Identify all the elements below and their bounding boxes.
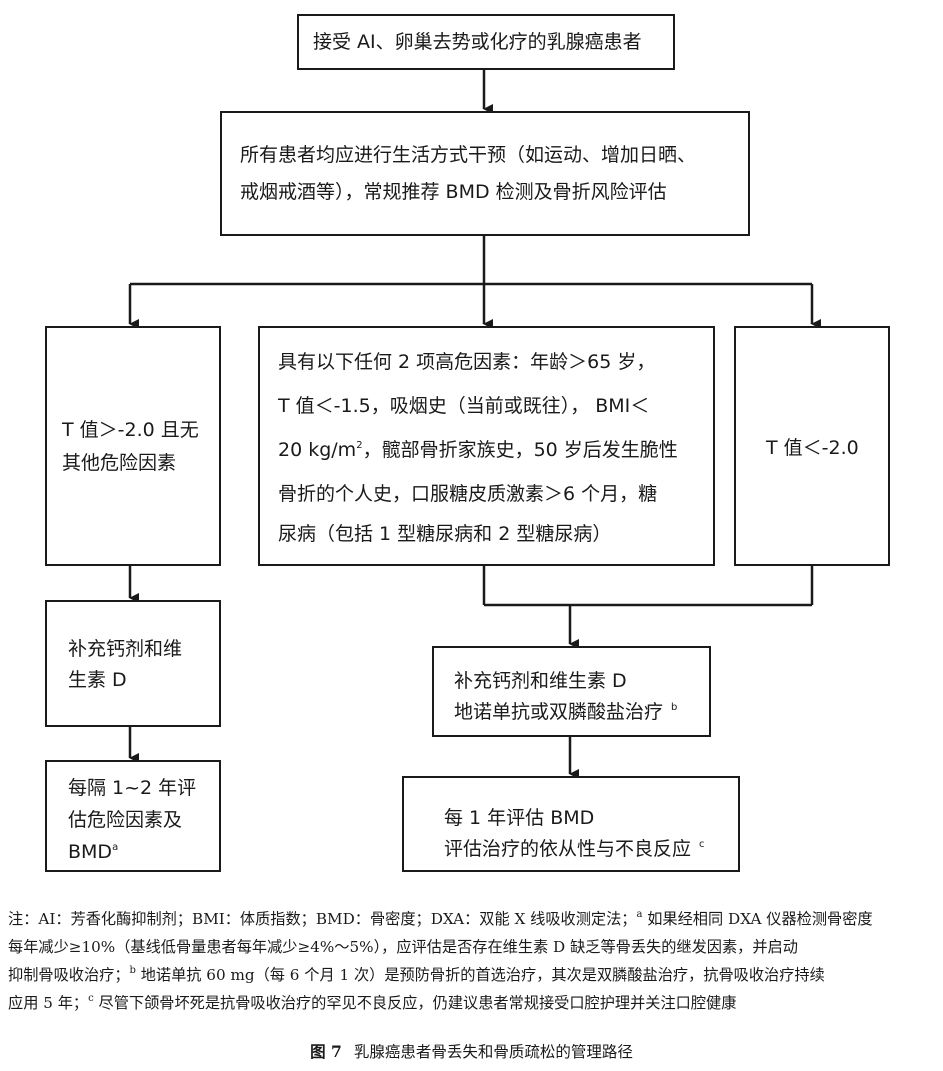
box-assess-left <box>45 760 221 872</box>
box-high-risk-line2: T 值＜-1.5，吸烟史（当前或既往）， BMI＜ <box>278 395 650 417</box>
note-line4: 应用 5 年；c 尽管下颌骨坏死是抗骨吸收治疗的罕见不良反应，仍建议患者常规接受… <box>8 993 737 1012</box>
box-high-risk-line3: 20 kg/m2，髋部骨折家族史，50 岁后发生脆性 <box>278 439 678 461</box>
box-assess-left-line2: 估危险因素及 <box>68 809 183 831</box>
box-assess-left-line3: BMDa <box>68 841 119 863</box>
box-assess-left-line1: 每隔 1~2 年评 <box>68 777 197 799</box>
figure-caption: 图 7 乳腺癌患者骨丢失和骨质疏松的管理路径 <box>0 1040 943 1062</box>
box-annual-line1: 每 1 年评估 BMD <box>444 807 595 829</box>
box-t-score-low <box>734 326 890 566</box>
note-line1: 注：AI：芳香化酶抑制剂；BMI：体质指数；BMD：骨密度；DXA：双能 X 线… <box>8 909 873 928</box>
box-patients <box>297 14 675 70</box>
box-calcium-left-line1: 补充钙剂和维 <box>68 638 183 660</box>
superscript-a: a <box>112 842 119 853</box>
note-line3: 抑制骨吸收治疗；b 地诺单抗 60 mg（每 6 个月 1 次）是预防骨折的首选… <box>8 965 825 984</box>
box-low-risk <box>45 326 221 566</box>
note-line2: 每年减少≥10%（基线低骨量患者每年减少≥4%～5%），应评估是否存在维生素 D… <box>8 938 798 956</box>
box-high-risk-line4: 骨折的个人史，口服糖皮质激素＞6 个月，糖 <box>278 483 658 505</box>
box-lifestyle-line1: 所有患者均应进行生活方式干预（如运动、增加日晒、 <box>240 144 697 166</box>
box-t-score-low-text: T 值＜-2.0 <box>766 437 859 459</box>
box-low-risk-line1: T 值＞-2.0 且无 <box>62 419 199 441</box>
figure-title: 乳腺癌患者骨丢失和骨质疏松的管理路径 <box>353 1043 633 1061</box>
box-calcium-left-line2: 生素 D <box>68 669 127 691</box>
box-annual-assessment <box>402 776 740 872</box>
box-lifestyle <box>220 111 750 236</box>
box-treatment <box>432 646 711 737</box>
box-high-risk-line5: 尿病（包括 1 型糖尿病和 2 型糖尿病） <box>278 523 612 545</box>
box-low-risk-line2: 其他危险因素 <box>62 452 177 474</box>
superscript-c: c <box>699 839 705 850</box>
superscript-2: 2 <box>356 440 363 451</box>
box-treatment-line1: 补充钙剂和维生素 D <box>454 670 627 692</box>
box-calcium-left <box>45 600 221 727</box>
box-patients-text: 接受 AI、卵巢去势或化疗的乳腺癌患者 <box>313 31 642 53</box>
figure-label: 图 7 <box>310 1042 342 1061</box>
superscript-b: b <box>671 702 678 713</box>
box-high-risk-line1: 具有以下任何 2 项高危因素：年龄＞65 岁， <box>278 351 656 373</box>
box-high-risk-factors <box>258 326 715 566</box>
box-lifestyle-line2: 戒烟戒酒等），常规推荐 BMD 检测及骨折风险评估 <box>240 181 667 203</box>
